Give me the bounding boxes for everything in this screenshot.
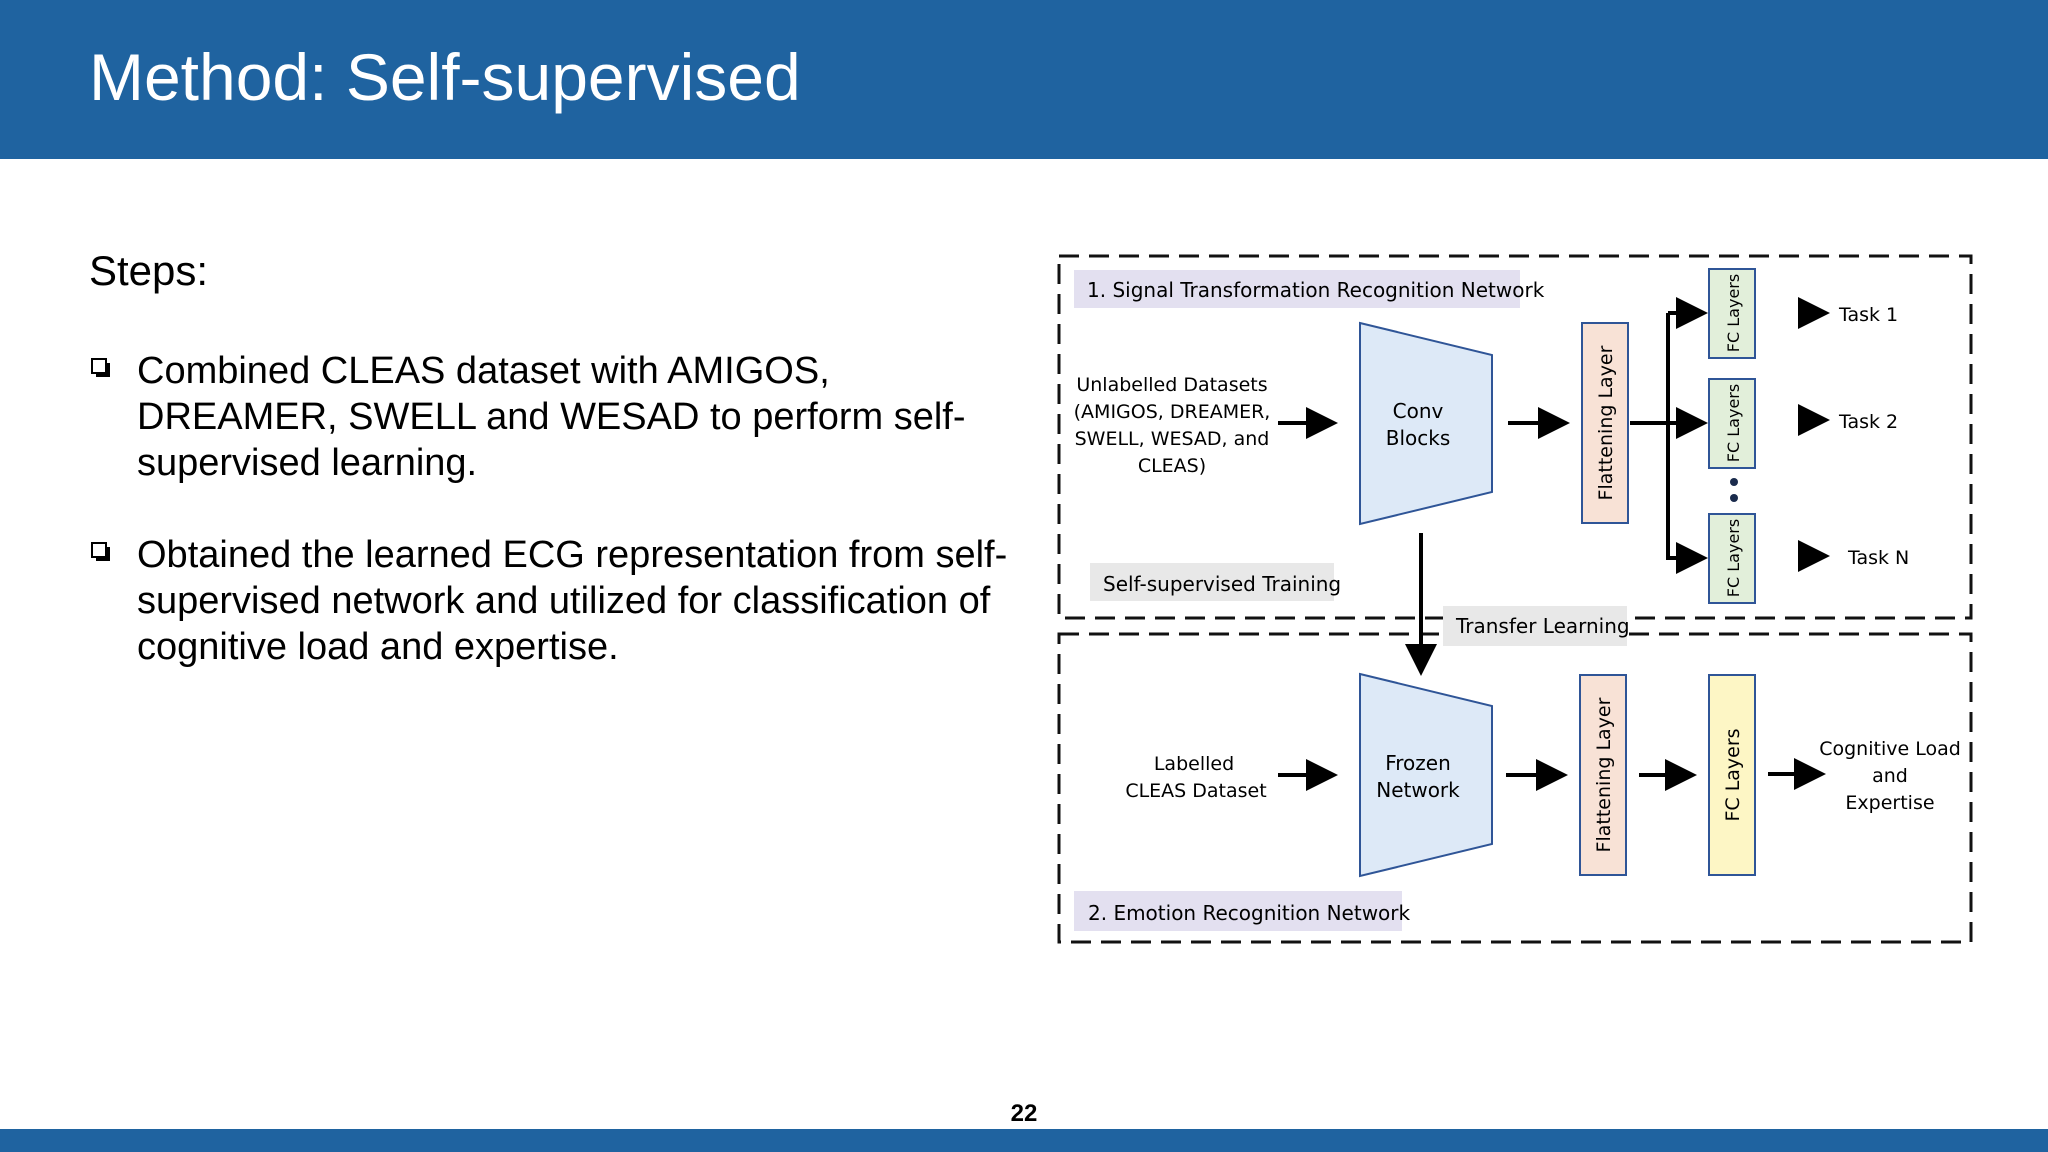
footer-bar — [0, 1129, 2048, 1152]
top-flattening-layer-box — [1581, 322, 1629, 524]
labelled-input-line: Labelled — [1154, 753, 1234, 775]
fc-layers-label: FC Layers — [1724, 274, 1743, 352]
header-bar: Method: Self-supervised — [0, 0, 2048, 159]
conv-blocks-label: Conv — [1393, 399, 1444, 423]
steps-heading: Steps: — [89, 247, 209, 294]
fc-layers-box-2 — [1708, 378, 1756, 469]
output-label-line: Cognitive Load — [1819, 738, 1961, 760]
unlabelled-input-line: (AMIGOS, DREAMER, — [1074, 401, 1271, 423]
unlabelled-input-line: Unlabelled Datasets — [1076, 374, 1267, 396]
task-label: Task 1 — [1838, 304, 1898, 326]
conv-blocks-label: Blocks — [1386, 426, 1451, 450]
transfer-label: Transfer Learning — [1455, 614, 1630, 638]
fc-layers-label: FC Layers — [1724, 519, 1743, 597]
page-number: 22 — [1010, 1100, 1038, 1127]
top-section-label-box — [1074, 270, 1520, 308]
task-label: Task N — [1847, 547, 1909, 569]
training-label-box — [1090, 563, 1334, 601]
top-flattening-layer-label: Flattening Layer — [1595, 345, 1617, 500]
unlabelled-input-line: SWELL, WESAD, and — [1075, 428, 1270, 450]
bottom-flattening-layer-box — [1579, 674, 1627, 876]
ellipsis-dot — [1730, 494, 1738, 502]
training-label: Self-supervised Training — [1103, 572, 1341, 596]
bottom-flattening-layer-label: Flattening Layer — [1593, 697, 1615, 852]
unlabelled-input-line: CLEAS) — [1138, 455, 1206, 477]
slide-title: Method: Self-supervised — [89, 40, 801, 114]
frozen-network-label: Frozen — [1385, 751, 1451, 775]
bottom-fc-layers-label: FC Layers — [1722, 728, 1744, 821]
ellipsis-dot — [1730, 478, 1738, 486]
task-label: Task 2 — [1838, 411, 1898, 433]
bottom-fc-layers-box — [1708, 674, 1756, 876]
output-label-line: Expertise — [1845, 792, 1934, 814]
frozen-network-shape — [1359, 672, 1493, 878]
fc-layers-box-n — [1708, 513, 1756, 604]
fc-layers-label: FC Layers — [1724, 384, 1743, 462]
bullet-text: Combined CLEAS dataset with AMIGOS, DREA… — [137, 350, 966, 484]
checkbox-bullet-icon — [91, 542, 110, 561]
top-section-label: 1. Signal Transformation Recognition Net… — [1087, 278, 1545, 302]
bullet-text: Obtained the learned ECG representation … — [137, 534, 1008, 668]
output-label-line: and — [1872, 765, 1908, 787]
bottom-section-label-box — [1074, 891, 1402, 931]
frozen-network-label: Network — [1376, 778, 1460, 802]
checkbox-bullet-icon — [91, 358, 110, 377]
bottom-section-label: 2. Emotion Recognition Network — [1088, 901, 1411, 925]
conv-blocks-shape — [1359, 321, 1493, 526]
labelled-input-line: CLEAS Dataset — [1125, 780, 1266, 802]
transfer-label-box — [1443, 606, 1627, 646]
fc-layers-box-1 — [1708, 268, 1756, 359]
